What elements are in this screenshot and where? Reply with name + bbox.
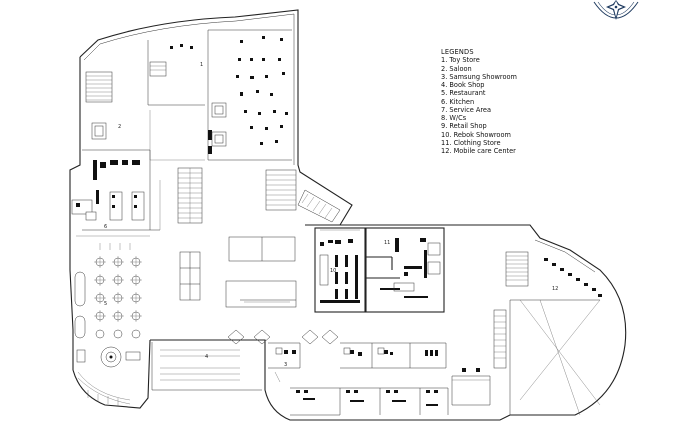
escalator-right <box>493 309 507 369</box>
stair-right-wing <box>505 251 529 287</box>
legend-title: LEGENDS <box>441 48 474 56</box>
room-number-3: 3 <box>284 362 287 368</box>
central-atrium <box>159 180 297 308</box>
legend-item-samsung-showroom: 3. Samsung Showroom <box>441 72 517 81</box>
legend-item-service-area: 7. Service Area <box>441 105 492 114</box>
escalator-center <box>177 167 203 224</box>
legend-item-wcs: 8. W/Cs <box>441 114 467 122</box>
legend-item-saloon: 2. Saloon <box>441 64 472 73</box>
room-number-4: 4 <box>205 354 208 360</box>
room-number-11: 11 <box>384 240 390 246</box>
room-number-6: 6 <box>104 224 107 230</box>
room-number-2: 2 <box>118 124 121 130</box>
legend-item-mobile-care-center: 12. Mobile care Center <box>441 147 516 155</box>
legend-item-rebok-showroom: 10. Rebok Showroom <box>441 130 511 139</box>
book-shop-corridor <box>151 329 339 391</box>
upper-display-area <box>147 29 292 161</box>
restaurant-area <box>74 256 142 406</box>
room-number-5: 5 <box>104 301 107 307</box>
legend-item-retail-shop: 9. Retail Shop <box>441 122 487 131</box>
wc-retail-blocks <box>268 342 449 416</box>
kitchen-service-area <box>71 122 160 250</box>
legend: LEGENDS 1. Toy Store 2. Saloon 3. Samsun… <box>441 48 561 155</box>
stair-top-left <box>85 71 113 103</box>
room-number-12: 12 <box>552 286 558 292</box>
outer-walls <box>69 9 627 421</box>
compass-rose-icon <box>593 0 639 20</box>
legend-item-restaurant: 5. Restaurant <box>441 89 486 98</box>
legend-item-toy-store: 1. Toy Store <box>441 56 480 65</box>
room-number-1: 1 <box>200 62 203 68</box>
showroom-block <box>314 227 445 313</box>
legend-item-kitchen: 6. Kitchen <box>441 97 475 106</box>
legend-item-book-shop: 4. Book Shop <box>441 81 485 89</box>
stair-upper-right <box>265 169 341 223</box>
room-number-10: 10 <box>330 268 336 274</box>
legend-item-clothing-store: 11. Clothing Store <box>441 138 501 147</box>
right-wing <box>451 258 602 416</box>
